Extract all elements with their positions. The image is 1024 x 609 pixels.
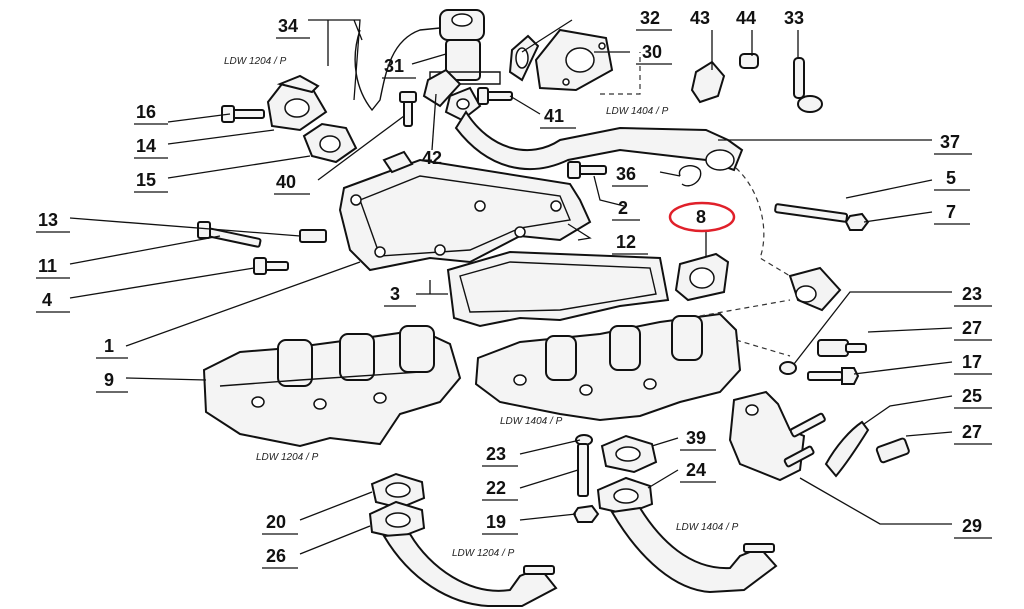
clip-43	[690, 60, 726, 104]
label-34: 34	[278, 16, 298, 36]
label-3: 3	[390, 284, 400, 304]
caption-ldw1404-top: LDW 1404 / P	[606, 106, 669, 117]
part-number-labels: 34 31 32 30 43 44 33 16 14 15 40 42 41 3…	[36, 8, 992, 569]
sleeve-44	[739, 53, 759, 69]
flange-14	[266, 74, 328, 132]
stud-27b	[875, 437, 910, 464]
exhaust-manifold-1404	[474, 312, 742, 422]
bolt-17	[807, 367, 860, 385]
caption-ldw1204-bot: LDW 1204 / P	[452, 548, 515, 559]
label-23a: 23	[962, 284, 982, 304]
intake-manifold-1	[338, 150, 592, 272]
label-23b: 23	[486, 444, 506, 464]
elbow-right	[788, 266, 842, 312]
label-29: 29	[962, 516, 982, 536]
label-40: 40	[276, 172, 296, 192]
hidden-line-3	[699, 299, 791, 317]
label-12: 12	[616, 232, 636, 252]
label-31: 31	[384, 56, 404, 76]
egr-valve	[429, 9, 501, 85]
label-17: 17	[962, 352, 982, 372]
gasket-15	[302, 122, 358, 164]
label-20: 20	[266, 512, 286, 532]
stud-27a	[817, 339, 867, 357]
bolt-11	[197, 221, 262, 248]
gasket-32	[508, 34, 540, 82]
label-9: 9	[104, 370, 114, 390]
label-2: 2	[618, 198, 628, 218]
label-15: 15	[136, 170, 156, 190]
label-11: 11	[38, 256, 57, 276]
label-42: 42	[422, 148, 442, 168]
gasket-20	[370, 472, 426, 510]
bolt-13	[299, 229, 327, 243]
bolt-4	[253, 257, 289, 275]
stud-5	[774, 203, 849, 223]
bolt-41	[477, 87, 513, 105]
label-26: 26	[266, 546, 286, 566]
label-25: 25	[962, 386, 982, 406]
label-27b: 27	[962, 422, 982, 442]
label-22: 22	[486, 478, 506, 498]
label-33: 33	[784, 8, 804, 28]
bracket-33	[793, 57, 823, 113]
clamp-25	[824, 420, 870, 478]
exhaust-pipe-1404	[596, 476, 778, 594]
label-39: 39	[686, 428, 706, 448]
parts-drawing	[197, 9, 910, 607]
gasket-3	[446, 250, 670, 328]
label-24: 24	[686, 460, 706, 480]
label-36: 36	[616, 164, 636, 184]
nut-19	[572, 504, 600, 523]
label-7: 7	[946, 202, 956, 222]
clip-36	[678, 165, 702, 187]
label-16: 16	[136, 102, 156, 122]
exhaust-pipe-1204	[368, 500, 558, 607]
washer-23	[779, 361, 797, 375]
bolt-22	[577, 443, 589, 497]
model-captions: LDW 1204 / P LDW 1404 / P LDW 1204 / P L…	[224, 56, 739, 559]
egr-pipe-37	[454, 110, 744, 172]
label-43: 43	[690, 8, 710, 28]
wire-34	[354, 27, 441, 112]
caption-ldw1204-mid: LDW 1204 / P	[256, 452, 319, 463]
label-41: 41	[544, 106, 564, 126]
caption-ldw1404-mid: LDW 1404 / P	[500, 416, 563, 427]
nut-7	[844, 212, 870, 231]
screw-40	[399, 91, 417, 127]
hidden-line-1	[600, 52, 641, 95]
label-44: 44	[736, 8, 756, 28]
bolt-2	[567, 161, 607, 179]
elbow-flange-30	[534, 28, 614, 92]
exhaust-manifold-1204	[202, 325, 462, 448]
caption-ldw1404-bot: LDW 1404 / P	[676, 522, 739, 533]
label-37: 37	[940, 132, 960, 152]
gasket-39	[600, 434, 658, 474]
label-30: 30	[642, 42, 662, 62]
gasket-8	[674, 252, 730, 302]
flange-42	[422, 68, 482, 122]
label-5: 5	[946, 168, 956, 188]
label-27a: 27	[962, 318, 982, 338]
caption-ldw1204-top: LDW 1204 / P	[224, 56, 287, 67]
hidden-line-4	[735, 339, 791, 357]
leader-lines	[69, 19, 953, 555]
label-4: 4	[42, 290, 52, 310]
label-1: 1	[104, 336, 114, 356]
label-8: 8	[696, 207, 706, 227]
label-13: 13	[38, 210, 58, 230]
label-32: 32	[640, 8, 660, 28]
label-8-highlight	[668, 201, 736, 233]
label-19: 19	[486, 512, 506, 532]
bracket-29	[728, 390, 826, 482]
hidden-line-2	[735, 167, 791, 277]
label-14: 14	[136, 136, 156, 156]
